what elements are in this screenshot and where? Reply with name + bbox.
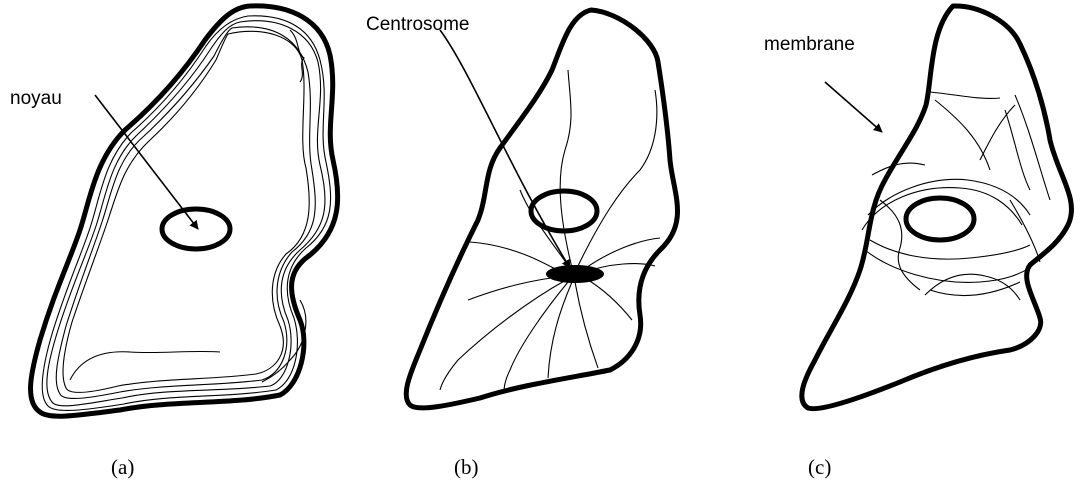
mt-b-1	[560, 70, 573, 272]
net-c-13	[1010, 200, 1040, 262]
cell-outline-c	[802, 6, 1072, 409]
label-centrosome: Centrosome	[366, 14, 470, 35]
nucleus-a	[162, 209, 230, 249]
net-c-1	[862, 188, 1022, 230]
centrosome	[546, 265, 604, 283]
caption-a: (a)	[111, 455, 134, 479]
filament-a-5	[290, 30, 304, 82]
net-c-6	[930, 282, 1020, 296]
net-c-3	[870, 240, 1030, 259]
label-noyau: noyau	[10, 88, 62, 109]
panel-c: membrane (c)	[764, 6, 1072, 479]
mt-b-11	[575, 282, 598, 368]
arrow-noyau	[95, 95, 198, 229]
net-c-5	[880, 200, 920, 290]
mt-b-5	[585, 278, 632, 320]
caption-c: (c)	[808, 455, 831, 479]
mt-b-8	[440, 280, 566, 390]
mt-b-2	[575, 90, 657, 272]
net-c-14	[872, 163, 925, 175]
cell-outline-b	[406, 10, 677, 408]
arrow-centrosome	[440, 30, 570, 268]
net-c-8	[980, 105, 1015, 160]
filament-a-7	[70, 351, 220, 380]
caption-b: (b)	[454, 455, 479, 479]
panel-b: Centrosome (b)	[366, 10, 678, 479]
mt-b-10	[548, 282, 572, 378]
net-c-4	[865, 250, 1030, 282]
net-c-9	[930, 92, 1000, 98]
net-c-11	[1005, 110, 1030, 190]
label-membrane: membrane	[764, 34, 855, 55]
panel-a: noyau (a)	[10, 6, 338, 479]
arrow-membrane	[825, 82, 882, 132]
nucleus-c	[906, 198, 974, 240]
net-c-10	[935, 100, 990, 170]
